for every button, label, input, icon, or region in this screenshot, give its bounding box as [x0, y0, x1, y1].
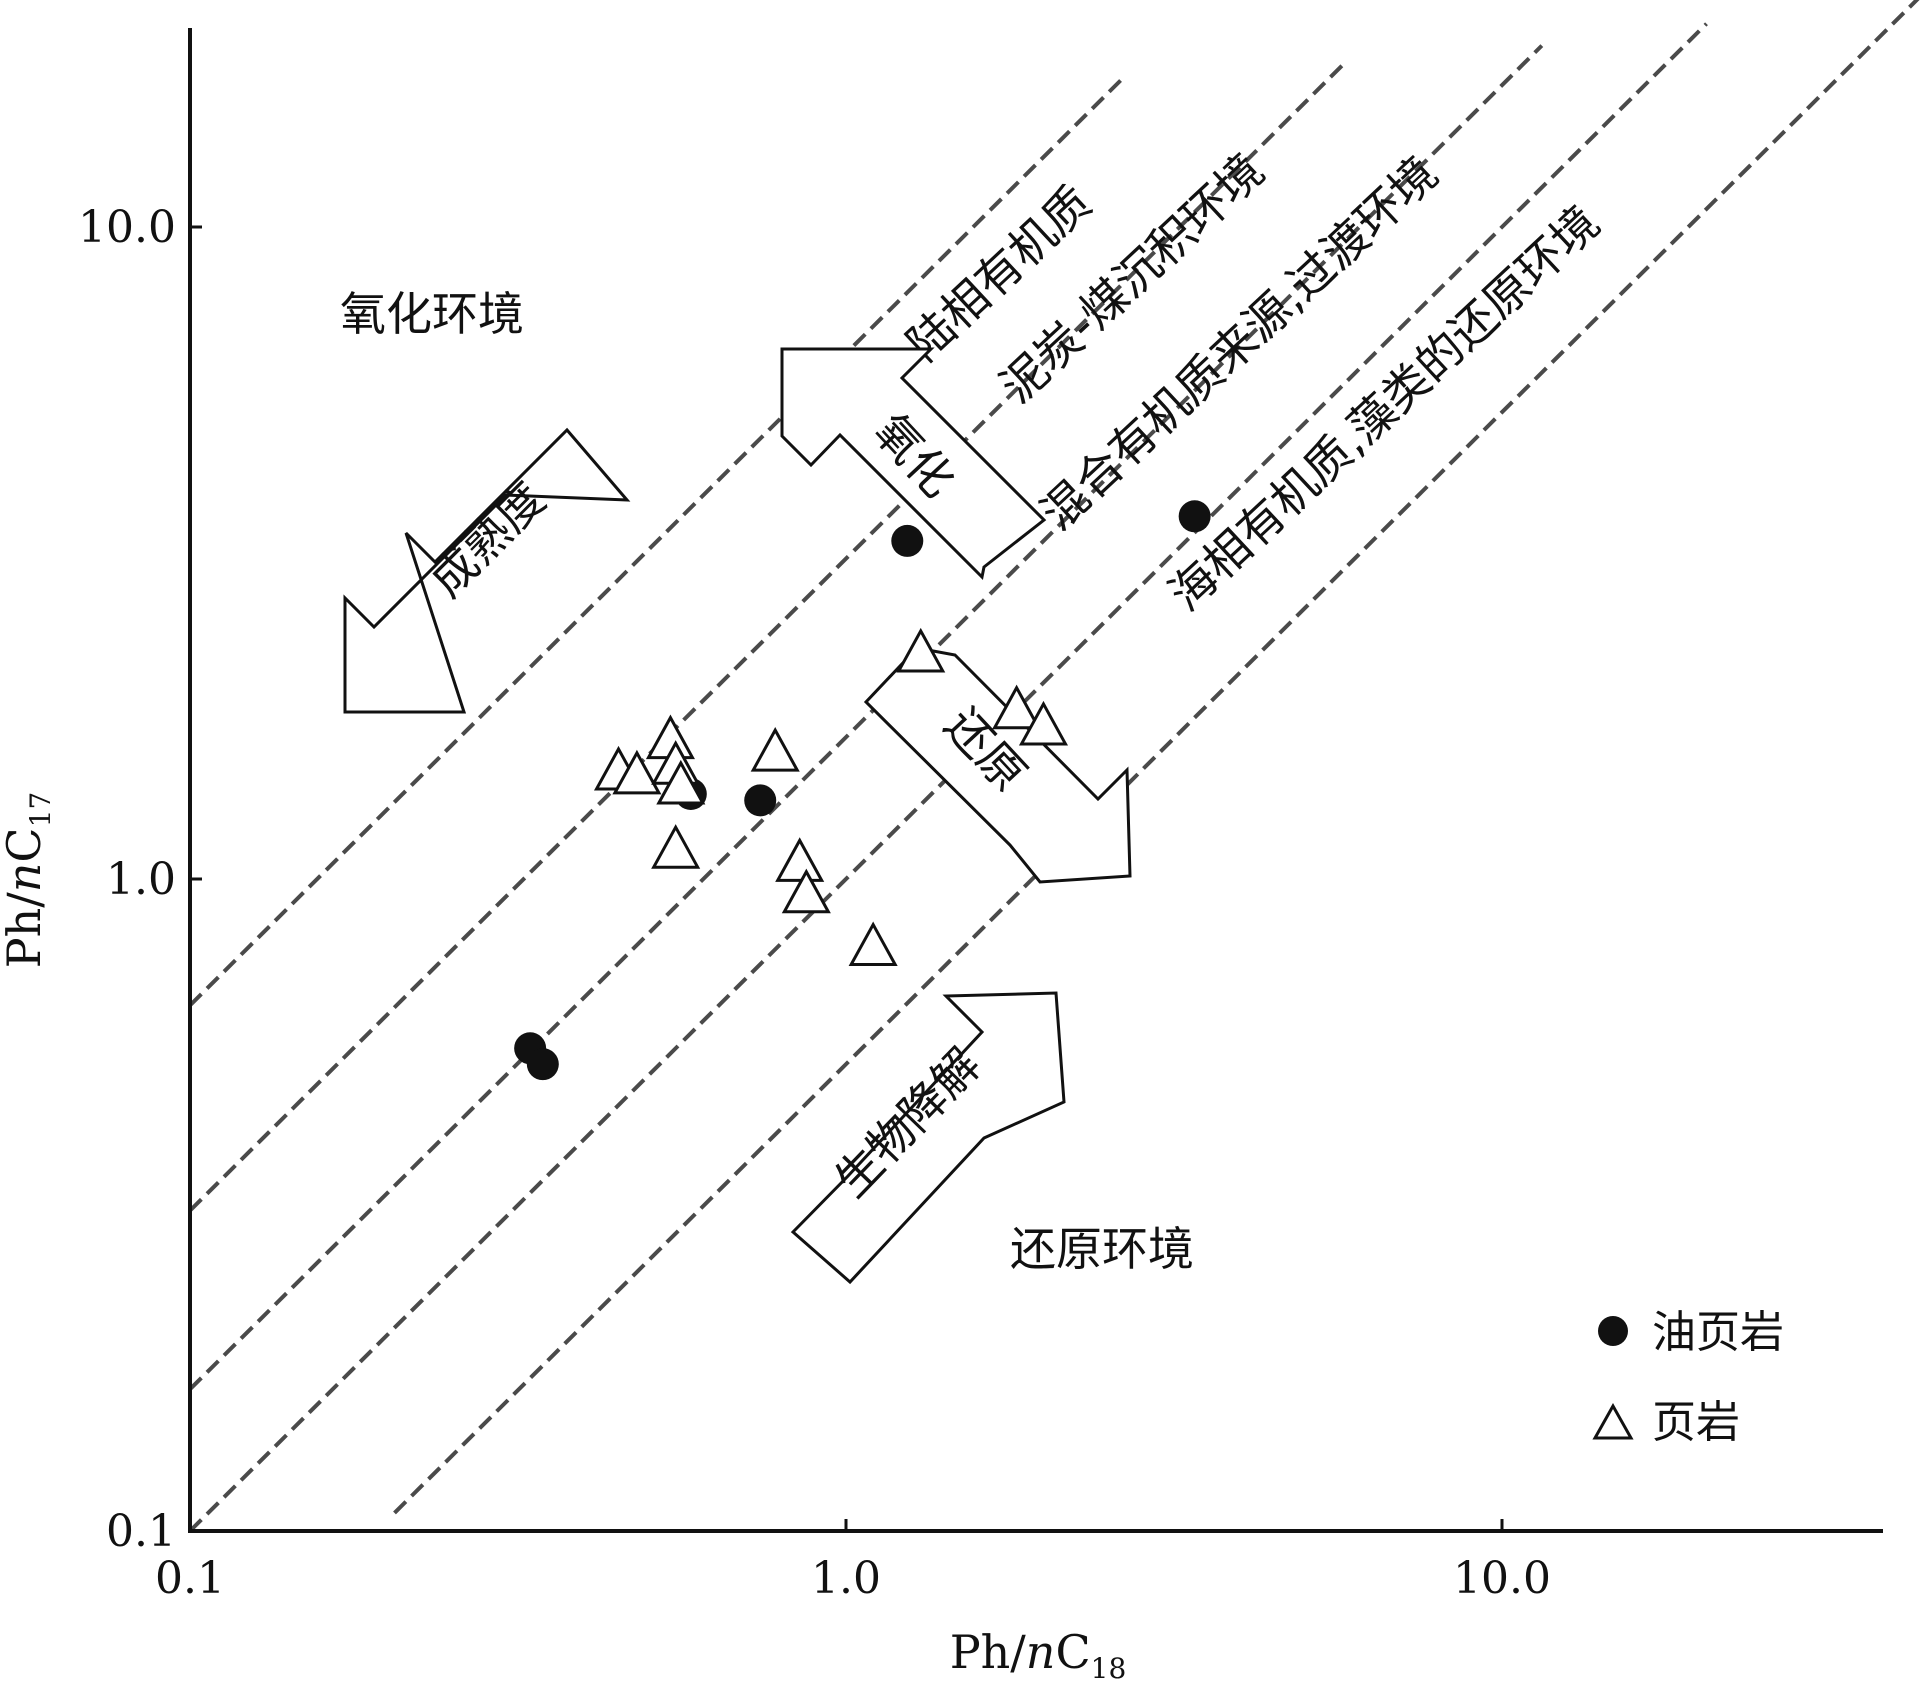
oxidation-arrow: 氧化 [780, 347, 1047, 581]
point-shale-2 [1018, 700, 1069, 746]
point-oil-shale-1 [1178, 500, 1211, 533]
axes [188, 28, 1883, 1533]
y-axis-ticks: 0.1 1.0 10.0 [78, 202, 202, 1557]
legend: 油页岩 页岩 [1592, 1307, 1784, 1448]
boundary-line-3 [188, 44, 1544, 1391]
point-shale-8 [750, 726, 800, 772]
y-tick-label-0: 0.1 [106, 1506, 176, 1557]
legend-label-oil-shale: 油页岩 [1652, 1307, 1784, 1358]
y-tick-label-2: 10.0 [78, 202, 176, 253]
data-points [514, 500, 1211, 1081]
boundary-line-1 [188, 75, 1126, 1007]
reduction-arrow: 还原 [863, 646, 1132, 884]
legend-marker-oil-shale [1598, 1316, 1628, 1346]
point-oil-shale-3 [744, 784, 777, 817]
point-oil-shale-0 [891, 524, 924, 557]
y-tick-label-1: 1.0 [106, 854, 176, 905]
region-label-marine: 海相有机质,藻类的还原环境 [1158, 195, 1609, 621]
x-tick-label-0: 0.1 [155, 1553, 225, 1604]
boundary-line-2 [188, 64, 1344, 1213]
legend-label-shale: 页岩 [1652, 1397, 1740, 1448]
maturity-arrow: 成熟度 [343, 427, 631, 714]
point-shale-12 [848, 921, 898, 967]
point-oil-shale-5 [526, 1048, 559, 1081]
oxidation-arrow-shape [780, 347, 1047, 581]
reduction-arrow-shape [863, 646, 1132, 884]
maturity-arrow-label: 成熟度 [420, 472, 556, 608]
point-shale-4 [612, 749, 662, 795]
y-axis-title: Ph/nC17 [0, 792, 57, 969]
point-shale-0 [896, 627, 946, 673]
maturity-arrow-shape [343, 427, 631, 714]
reducing-environment-label: 还原环境 [1010, 1222, 1194, 1276]
biodegradation-arrow-shape [790, 991, 1066, 1285]
legend-marker-shale [1592, 1402, 1634, 1440]
oxidizing-environment-label: 氧化环境 [340, 287, 524, 341]
x-axis-ticks: 0.1 1.0 10.0 [155, 1519, 1551, 1604]
x-tick-label-2: 10.0 [1453, 1553, 1551, 1604]
point-shale-9 [651, 824, 701, 869]
point-shale-10 [775, 837, 825, 882]
point-shale-7 [656, 759, 706, 805]
boundary-line-5 [393, 0, 1920, 1515]
point-shale-11 [781, 868, 831, 914]
x-tick-label-1: 1.0 [811, 1553, 881, 1604]
x-axis-title: Ph/nC18 [950, 1625, 1127, 1681]
point-shale-1 [992, 684, 1042, 730]
